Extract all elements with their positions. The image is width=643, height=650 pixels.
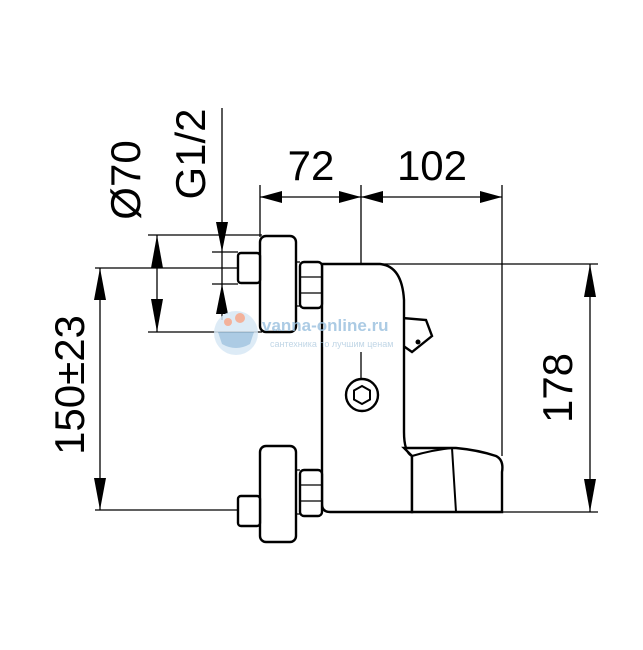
faucet-outline — [236, 234, 504, 544]
hex-socket-icon — [344, 377, 380, 413]
dimension-178: 178 — [534, 264, 596, 512]
watermark-site: vanna-online.ru — [262, 316, 389, 335]
upper-flange-cover — [258, 234, 300, 334]
dimension-150-tolerance-label: 150±23 — [46, 315, 93, 455]
lower-pipe-stub — [236, 494, 262, 528]
dimension-150-tolerance: 150±23 — [46, 268, 106, 510]
dimension-72-label: 72 — [288, 142, 335, 189]
dimension-72: 72 — [260, 142, 361, 203]
bathtub-logo-icon — [214, 311, 258, 355]
spout — [401, 446, 504, 514]
dimension-thread-g12-label: G1/2 — [167, 108, 214, 199]
upper-pipe-stub — [236, 251, 262, 285]
dimension-diameter-70: Ø70 — [102, 140, 163, 332]
watermark-tagline: сантехника по лучшим ценам — [270, 339, 393, 349]
dimension-178-label: 178 — [534, 353, 581, 423]
dimension-diameter-70-label: Ø70 — [102, 140, 149, 219]
upper-union-nut — [298, 260, 324, 310]
dimension-102-label: 102 — [397, 142, 467, 189]
watermark: vanna-online.ru сантехника по лучшим цен… — [214, 311, 393, 355]
lower-flange-cover — [258, 444, 300, 544]
dimension-thread-g12: G1/2 — [167, 108, 228, 320]
lower-union-nut — [298, 468, 324, 518]
dimension-102: 102 — [361, 142, 502, 203]
